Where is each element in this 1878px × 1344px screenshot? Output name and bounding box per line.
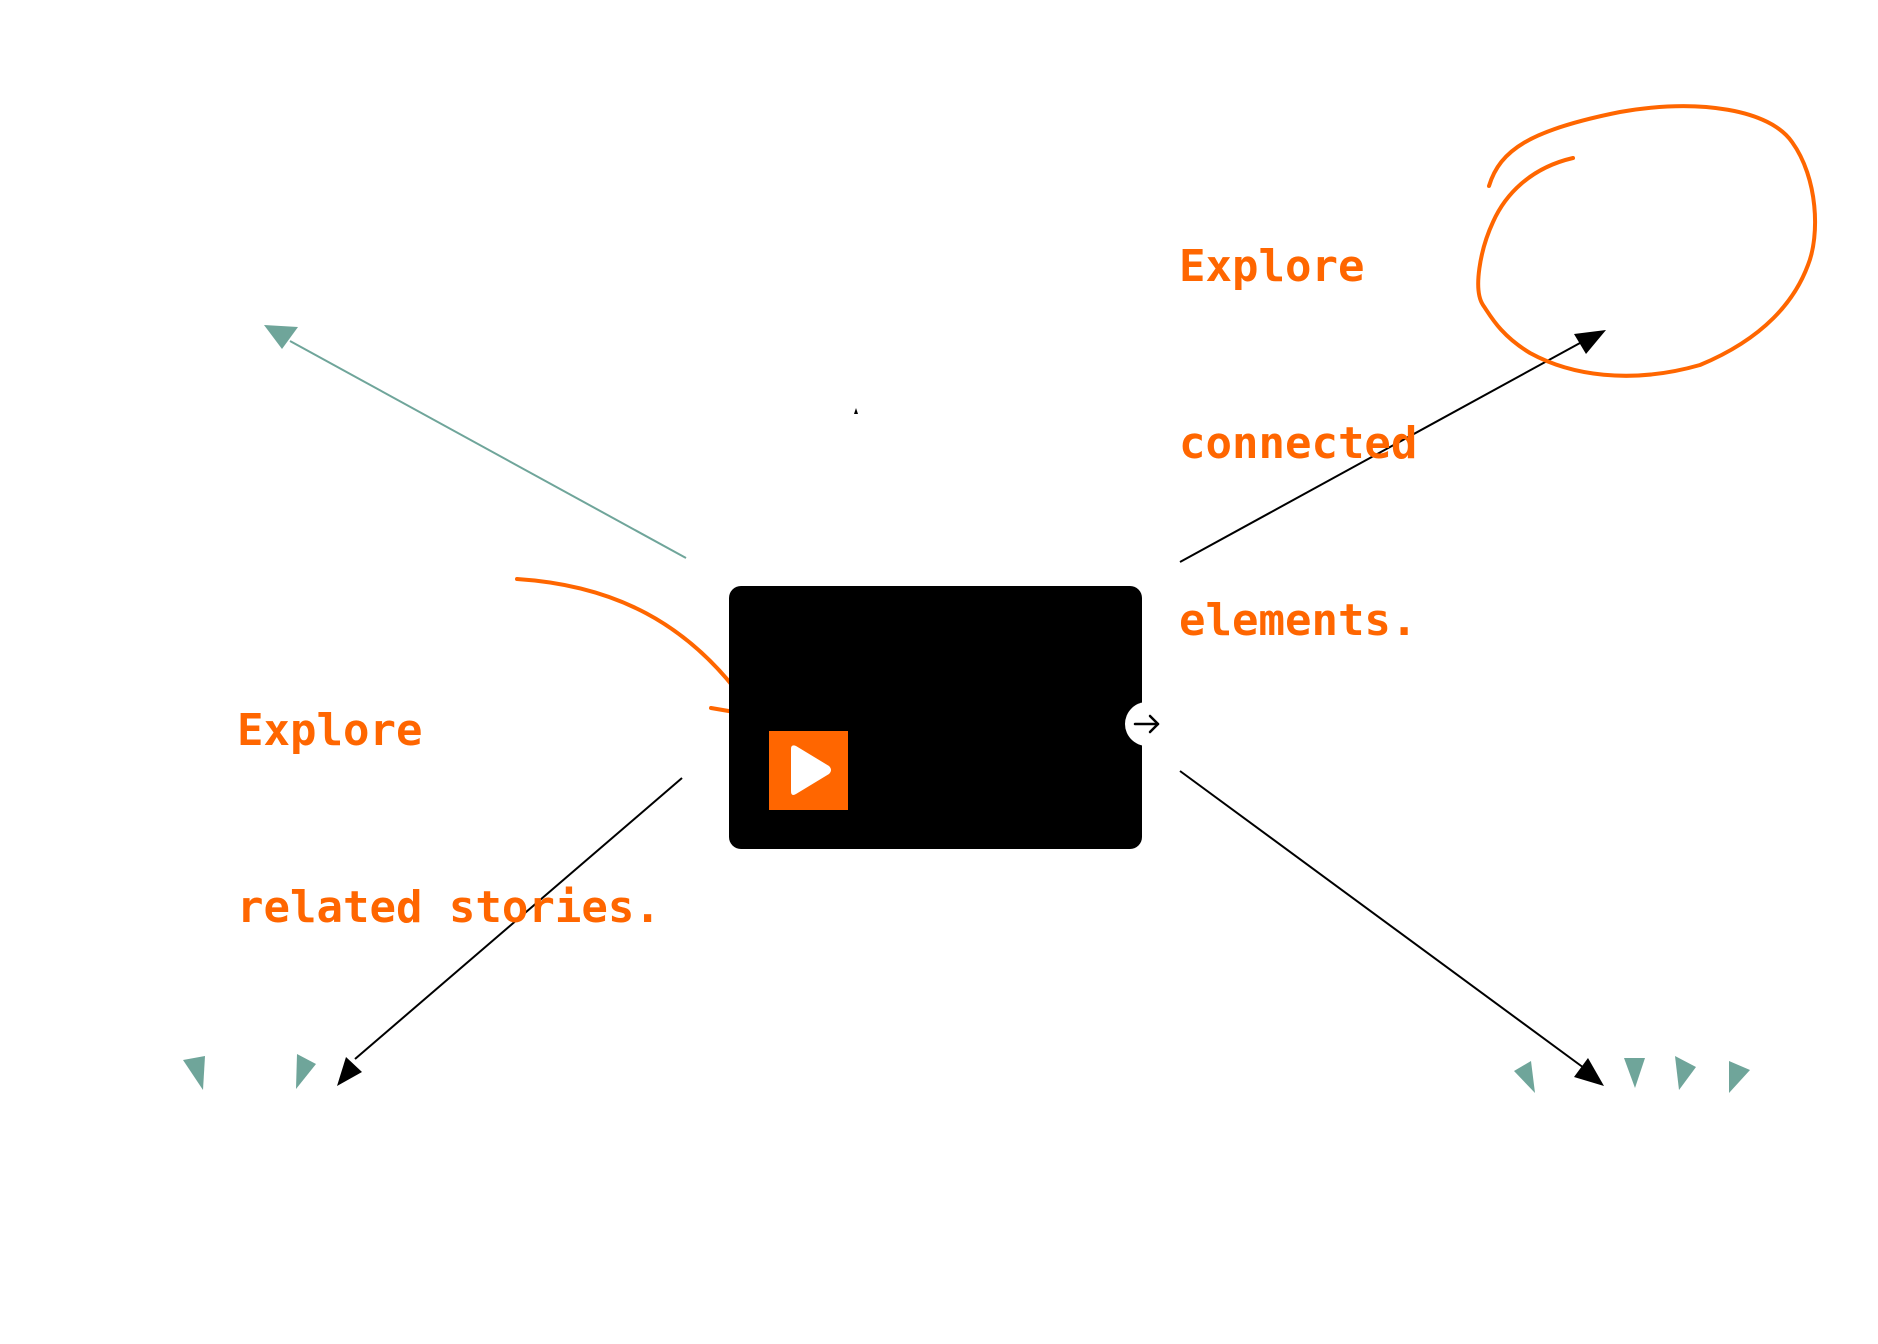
play-button[interactable] (769, 731, 848, 810)
black-arrowhead (1574, 330, 1606, 354)
connector-upper-left (264, 325, 687, 559)
teal-triangle (1675, 1056, 1696, 1090)
teal-triangle (183, 1056, 205, 1090)
annotation-line: connected (1179, 418, 1418, 469)
teal-triangle (1624, 1058, 1645, 1088)
teal-triangle (296, 1054, 316, 1089)
annotation-line: Explore (237, 705, 423, 756)
teal-triangle (1514, 1061, 1535, 1093)
teal-marks-right (1514, 1056, 1750, 1093)
teal-arrowhead (264, 325, 298, 349)
annotation-related-stories: Explore related stories. (237, 583, 661, 1055)
annotation-line: elements. (1179, 595, 1418, 646)
annotation-line: related stories. (237, 882, 661, 933)
annotation-connected-elements: Explore connected elements. (1179, 119, 1417, 768)
highlight-loop (1476, 104, 1817, 378)
story-card[interactable] (729, 586, 1142, 849)
connector-upper-right (1179, 330, 1606, 563)
small-marker (854, 408, 858, 414)
connector-lower-left (337, 777, 683, 1086)
black-arrowhead (1574, 1058, 1604, 1086)
arrow-right-icon (1133, 714, 1160, 734)
teal-triangle (1729, 1061, 1750, 1093)
teal-marks-left (183, 1054, 316, 1090)
next-button[interactable] (1125, 702, 1169, 746)
connector-lower-right (1179, 770, 1604, 1086)
black-arrowhead (337, 1057, 362, 1086)
play-icon (791, 745, 831, 795)
annotation-line: Explore (1179, 241, 1365, 292)
